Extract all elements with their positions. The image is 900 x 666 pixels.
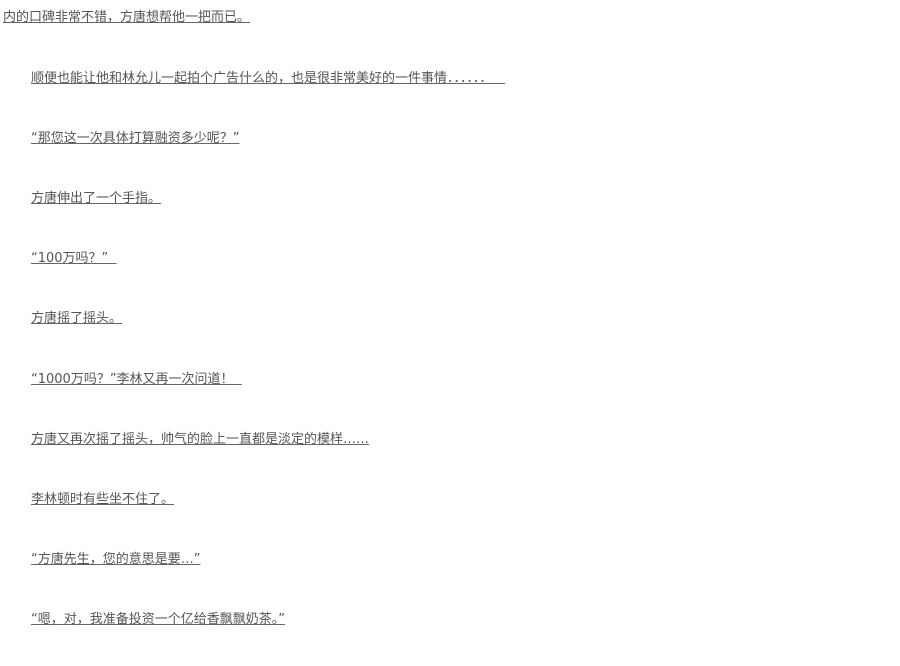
paragraph: 方唐又再次摇了摇头，帅气的脸上一直都是淡定的模样…… xyxy=(31,432,370,447)
paragraph: “方唐先生，您的意思是要…” xyxy=(31,552,201,567)
paragraph: 李林顿时有些坐不住了。 xyxy=(31,492,175,507)
paragraph: “1000万吗？”李林又再一次问道！ xyxy=(31,372,242,387)
paragraph: “嗯，对，我准备投资一个亿给香飘飘奶茶。” xyxy=(31,612,285,627)
paragraph: 方唐伸出了一个手指。 xyxy=(31,191,162,206)
paragraph: “100万吗？” xyxy=(31,251,117,266)
paragraph: 顺便也能让他和林允儿一起拍个广告什么的，也是很非常美好的一件事情．．．．．． xyxy=(31,71,505,86)
paragraph: 内的口碑非常不错，方唐想帮他一把而已。 xyxy=(3,10,251,25)
paragraph: “那您这一次具体打算融资多少呢？” xyxy=(31,131,240,146)
paragraph: 方唐摇了摇头。 xyxy=(31,311,123,326)
